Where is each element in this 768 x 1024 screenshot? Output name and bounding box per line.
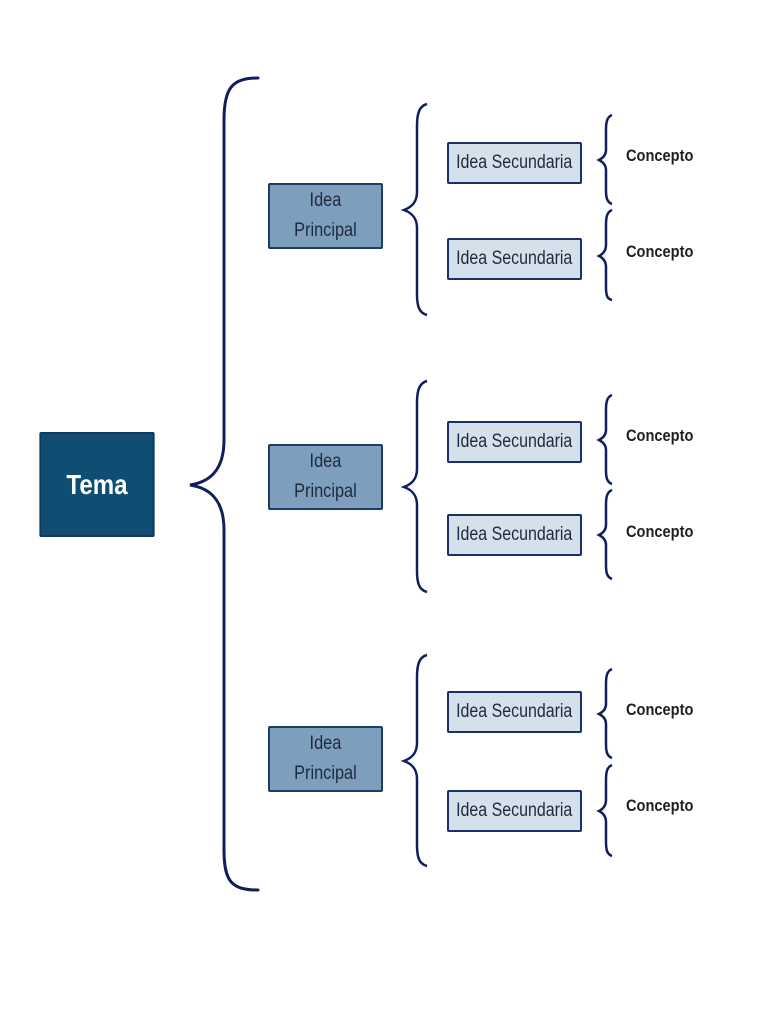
idea-principal-box-2: Idea Principal [268, 444, 383, 510]
group-3-concept-brace-2 [596, 763, 613, 858]
group-1-concept-brace-1 [596, 113, 613, 206]
idea-secundaria-box-1-1: Idea Secundaria [447, 142, 582, 184]
concepto-label-1-2: Concepto [626, 242, 694, 261]
idea-principal-line-2: Principal [294, 763, 357, 784]
idea-principal-box-3: Idea Principal [268, 726, 383, 792]
main-brace [189, 76, 260, 892]
idea-secundaria-box-3-2: Idea Secundaria [447, 790, 582, 832]
idea-secundaria-label: Idea Secundaria [456, 152, 573, 173]
group-2-concept-brace-1 [596, 393, 613, 486]
concepto-label-3-2: Concepto [626, 796, 694, 815]
idea-secundaria-label: Idea Secundaria [456, 248, 573, 269]
concepto-label-2-2: Concepto [626, 522, 694, 541]
group-2-brace [400, 379, 428, 594]
idea-principal-line-2: Principal [294, 481, 357, 502]
idea-principal-line-2: Principal [294, 220, 357, 241]
idea-principal-box-1: Idea Principal [268, 183, 383, 249]
group-2-concept-brace-2 [596, 488, 613, 581]
group-1-brace [400, 102, 428, 317]
tema-box: Tema [39, 432, 155, 537]
idea-secundaria-label: Idea Secundaria [456, 524, 573, 545]
group-1-concept-brace-2 [596, 208, 613, 302]
idea-secundaria-box-2-1: Idea Secundaria [447, 421, 582, 463]
idea-principal-line-1: Idea [309, 733, 342, 754]
idea-secundaria-label: Idea Secundaria [456, 701, 573, 722]
idea-secundaria-label: Idea Secundaria [456, 800, 573, 821]
group-3-concept-brace-1 [596, 667, 613, 760]
idea-principal-line-1: Idea [309, 190, 342, 211]
idea-secundaria-box-2-2: Idea Secundaria [447, 514, 582, 556]
idea-principal-line-1: Idea [309, 451, 342, 472]
idea-secundaria-box-3-1: Idea Secundaria [447, 691, 582, 733]
concepto-label-1-1: Concepto [626, 146, 694, 165]
concepto-label-2-1: Concepto [626, 426, 694, 445]
tema-label: Tema [66, 468, 128, 500]
idea-secundaria-label: Idea Secundaria [456, 431, 573, 452]
group-3-brace [400, 653, 428, 868]
concepto-label-3-1: Concepto [626, 700, 694, 719]
idea-secundaria-box-1-2: Idea Secundaria [447, 238, 582, 280]
